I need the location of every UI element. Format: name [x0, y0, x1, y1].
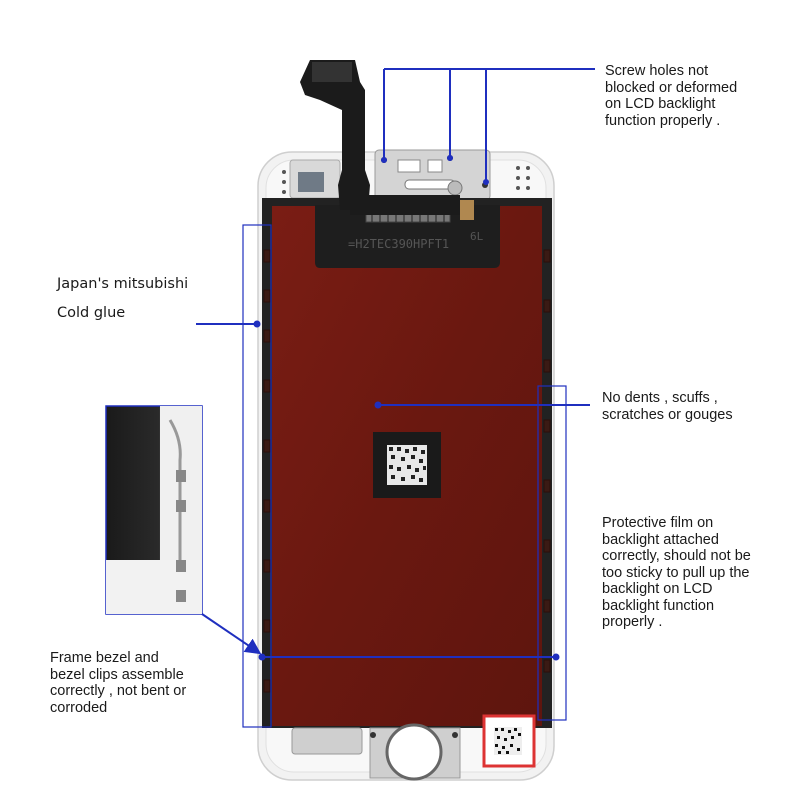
home-button-bracket: [291, 723, 461, 781]
screw-holes-annotation: Screw holes not blocked or deformed on L…: [605, 63, 738, 129]
tab-print-text: =H2TEC390HPFT1: [348, 237, 449, 251]
flex-cable-icon: [300, 60, 460, 215]
tab-print-text-2: 6L: [470, 230, 484, 243]
annotation-boxes: [242, 224, 567, 728]
top-right-holes: [516, 166, 530, 190]
qr-sticker-icon: [482, 714, 536, 768]
no-dents-annotation: No dents , scuffs , scratches or gouges: [602, 390, 733, 423]
front-camera-bracket: [374, 149, 491, 201]
zoom-inset: [105, 405, 203, 615]
bezel-clips: [263, 249, 551, 693]
cold-glue-annotation: Japan's mitsubishi Cold glue: [57, 276, 189, 321]
annotation-lines: [196, 68, 595, 658]
frame-bezel-annotation: Frame bezel and bezel clips assemble cor…: [50, 650, 187, 716]
center-datamatrix: [373, 432, 441, 498]
protective-film-annotation: Protective film on backlight attached co…: [602, 515, 751, 630]
top-left-bracket: [282, 159, 341, 199]
annotation-dots: [253, 155, 560, 661]
